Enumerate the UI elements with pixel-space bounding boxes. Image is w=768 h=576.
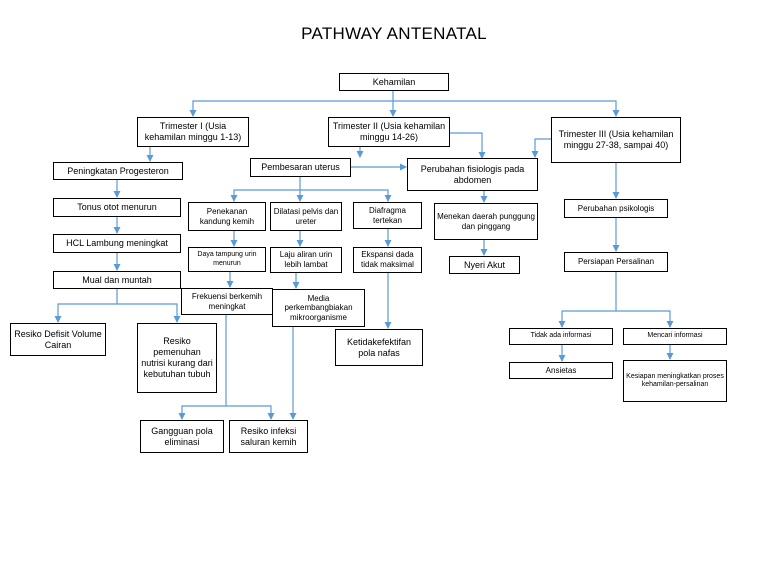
connector-frekuensi-gangguan — [178, 315, 227, 420]
node-pembesaran-uterus: Pembesaran uterus — [250, 158, 351, 177]
connector-persiapan-tidak — [558, 272, 617, 328]
node-perubahan-fisiologis: Perubahan fisiologis pada abdomen — [407, 158, 538, 191]
node-daya-tampung: Daya tampung urin menurun — [188, 247, 266, 272]
node-nyeri-akut: Nyeri Akut — [449, 256, 520, 274]
node-hcl-lambung: HCL Lambung meningkat — [53, 234, 181, 253]
node-resiko-nutrisi: Resiko pemenuhan nutrisi kurang dari keb… — [137, 323, 217, 393]
connector-pembesaran-diafragma — [300, 189, 392, 202]
page-title: PATHWAY ANTENATAL — [301, 24, 487, 43]
node-tonus-otot: Tonus otot menurun — [53, 198, 181, 217]
connector-pembesaran-penekanan — [230, 177, 301, 202]
node-penekanan-kandung: Penekanan kandung kemih — [188, 202, 266, 231]
connector-kehamilan-trimester1 — [189, 100, 393, 117]
connector-persiapan-mencari — [616, 310, 674, 328]
connector-trimester2-fisiologis — [450, 132, 486, 159]
node-laju-aliran: Laju aliran urin lebih lambat — [270, 247, 342, 273]
node-media-perkembangbiakan: Media perkembangbiakan mikroorganisme — [272, 289, 365, 327]
node-ansietas: Ansietas — [509, 362, 613, 379]
node-menekan-daerah: Menekan daerah punggung dan pinggang — [434, 203, 538, 240]
connector-mual-nutrisi — [117, 303, 181, 323]
node-persiapan-persalinan: Persiapan Persalinan — [564, 252, 668, 272]
connector-trimester3-fisiologis — [531, 138, 551, 158]
node-frekuensi-berkemih: Frekuensi berkemih meningkat — [181, 288, 273, 315]
node-ekspansi-dada: Ekspansi dada tidak maksimal — [353, 247, 422, 273]
node-resiko-infeksi: Resiko infeksi saluran kemih — [229, 420, 308, 453]
connector-kehamilan-trimester3 — [393, 100, 620, 117]
node-trimester-2: Trimester II (Usia kehamilan minggu 14-2… — [328, 117, 450, 147]
node-trimester-1: Trimester I (Usia kehamilan minggu 1-13) — [137, 117, 249, 147]
node-dilatasi-pelvis: Dilatasi pelvis dan ureter — [270, 202, 342, 231]
node-diafragma: Diafragma tertekan — [353, 202, 422, 229]
node-peningkatan-progesteron: Peningkatan Progesteron — [53, 162, 183, 180]
node-perubahan-psikologis: Perubahan psikologis — [564, 199, 668, 218]
node-kesiapan: Kesiapan meningkatkan proses kehamilan-p… — [623, 360, 727, 402]
node-ketidakefektifan: Ketidakefektifan pola nafas — [335, 329, 423, 366]
node-tidak-ada-informasi: Tidak ada informasi — [509, 328, 613, 345]
connector-mual-defisit — [54, 289, 118, 323]
connector-frekuensi-infeksi — [226, 405, 275, 420]
node-trimester-3: Trimester III (Usia kehamilan minggu 27-… — [551, 117, 681, 163]
node-resiko-defisit: Resiko Defisit Volume Cairan — [10, 323, 106, 356]
node-gangguan-eliminasi: Gangguan pola eliminasi — [140, 420, 224, 453]
node-mual-muntah: Mual dan muntah — [53, 271, 181, 289]
node-kehamilan: Kehamilan — [339, 73, 449, 91]
node-mencari-informasi: Mencari informasi — [623, 328, 727, 345]
